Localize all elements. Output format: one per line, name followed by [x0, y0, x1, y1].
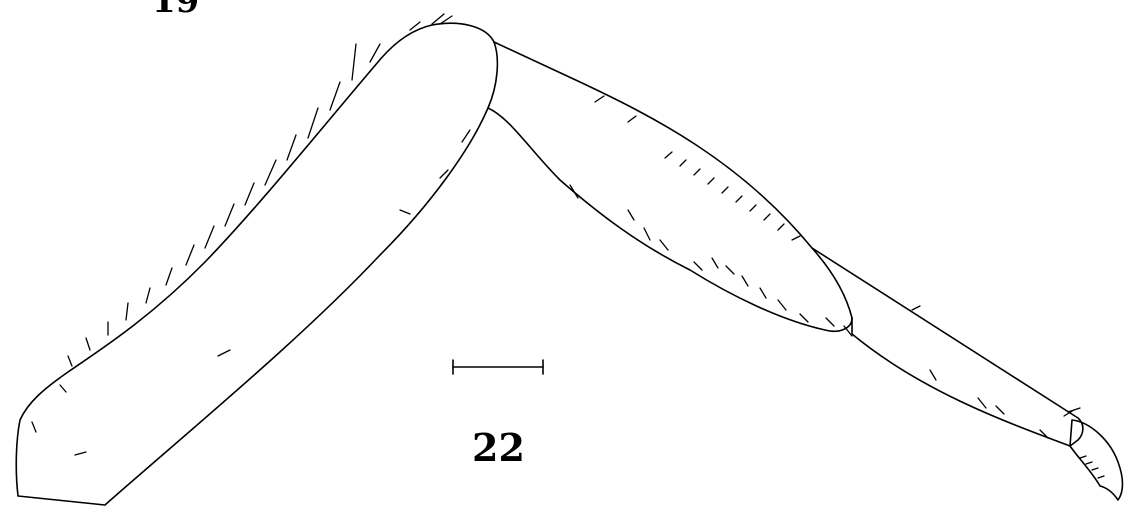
tarsus-setae: [911, 305, 1081, 439]
claw-segment: [1069, 419, 1124, 501]
tibia-dorsal-setae: [594, 95, 801, 241]
claw-inner-spines: [1079, 455, 1105, 479]
femur-segment: [15, 13, 499, 506]
femur-dorsal-setae: [67, 13, 453, 367]
tarsus-outline: [811, 247, 1084, 447]
tibia-outline: [487, 41, 853, 333]
claw-outline: [1069, 419, 1124, 501]
tibia-segment: [487, 41, 853, 337]
partial-figure-label: 19: [152, 0, 199, 21]
figure-number-label: 22: [472, 425, 525, 470]
tarsus-segment: [811, 247, 1084, 447]
tibia-ventral-setae: [569, 184, 853, 337]
scale-bar: [452, 359, 544, 375]
femur-outline: [15, 22, 499, 506]
femur-ventral-spinules: [31, 129, 471, 456]
